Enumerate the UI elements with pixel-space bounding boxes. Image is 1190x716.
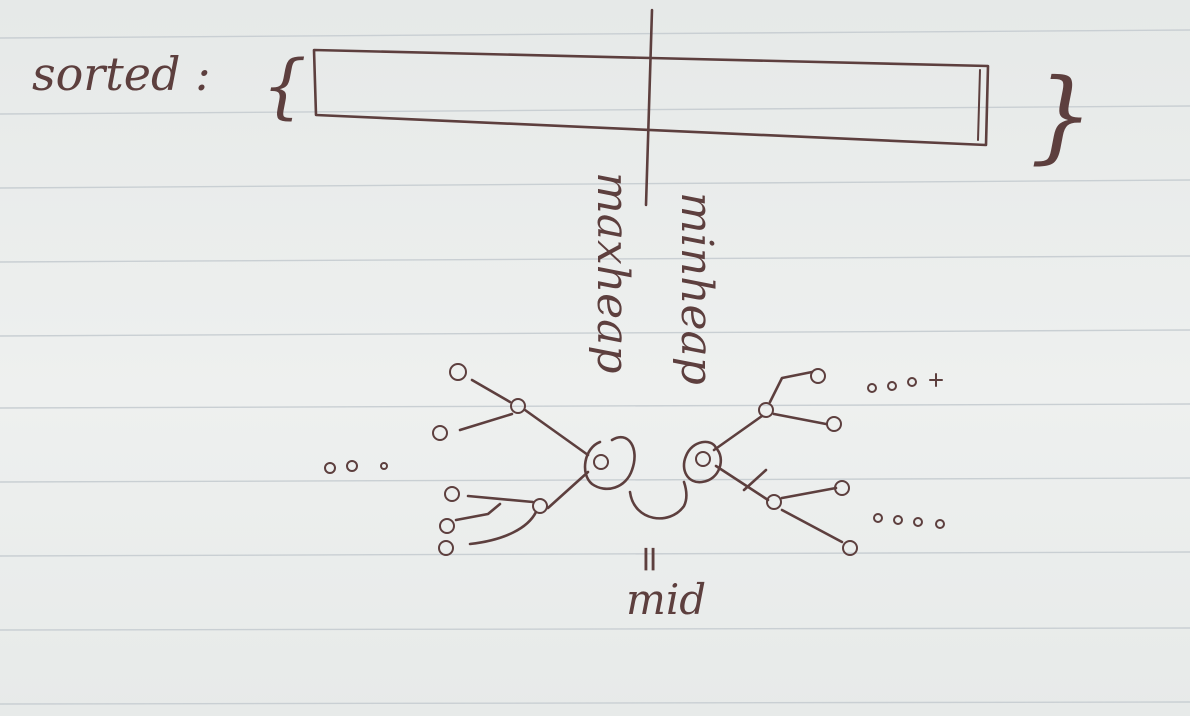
sorted-label: sorted : bbox=[32, 47, 211, 101]
minheap-tree bbox=[712, 368, 858, 556]
array-end-tick bbox=[977, 69, 981, 141]
right-brace: } bbox=[1030, 57, 1094, 174]
minheap-ellipsis-lower bbox=[873, 513, 945, 529]
mid-split-line bbox=[644, 8, 654, 207]
minheap-label: minheap bbox=[671, 192, 722, 385]
maxheap-ellipsis bbox=[324, 460, 388, 474]
maxheap-root-node bbox=[583, 436, 636, 491]
maxheap-tree bbox=[432, 363, 590, 556]
roots-connector bbox=[628, 480, 688, 520]
mid-label: mid bbox=[626, 575, 706, 624]
sorted-array-box bbox=[312, 48, 990, 147]
minheap-ellipsis-upper bbox=[867, 373, 943, 393]
maxheap-label: maxheap bbox=[587, 172, 638, 374]
left-brace: { bbox=[262, 45, 307, 127]
equals-sign: = bbox=[629, 544, 670, 574]
